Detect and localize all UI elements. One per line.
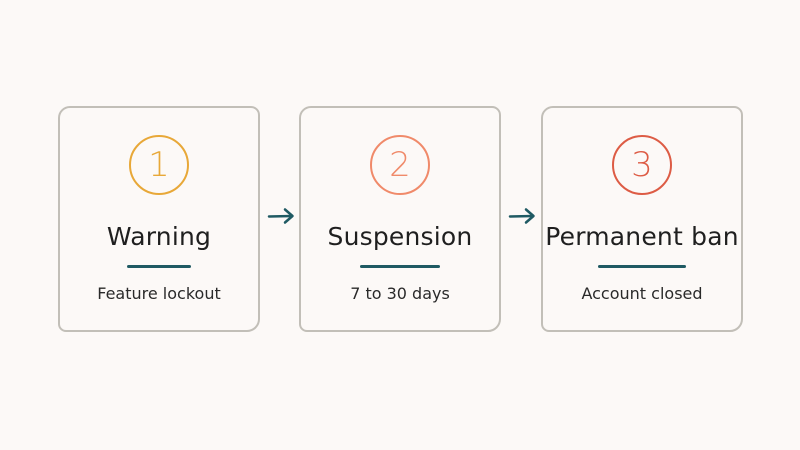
stage-number: 2 bbox=[389, 145, 411, 185]
stage-title: Suspension bbox=[327, 222, 473, 251]
stage-number-badge: 1 bbox=[129, 135, 189, 195]
stage-card-suspension: 2 Suspension 7 to 30 days bbox=[299, 106, 501, 332]
stage-number-badge: 2 bbox=[370, 135, 430, 195]
stage-number-badge: 3 bbox=[612, 135, 672, 195]
arrow-right-icon bbox=[267, 208, 294, 224]
stage-title: Permanent ban bbox=[545, 222, 739, 251]
stage-number: 1 bbox=[148, 145, 170, 185]
stage-description: Account closed bbox=[581, 284, 703, 303]
stage-card-warning: 1 Warning Feature lockout bbox=[58, 106, 260, 332]
title-underline bbox=[127, 265, 191, 268]
title-underline bbox=[360, 265, 440, 268]
stage-title: Warning bbox=[106, 222, 212, 251]
stage-description: Feature lockout bbox=[97, 284, 221, 303]
stage-number: 3 bbox=[631, 145, 653, 185]
stage-description: 7 to 30 days bbox=[350, 284, 450, 303]
title-underline bbox=[598, 265, 686, 268]
arrow-right-icon bbox=[508, 208, 535, 224]
stage-card-permanent-ban: 3 Permanent ban Account closed bbox=[541, 106, 743, 332]
